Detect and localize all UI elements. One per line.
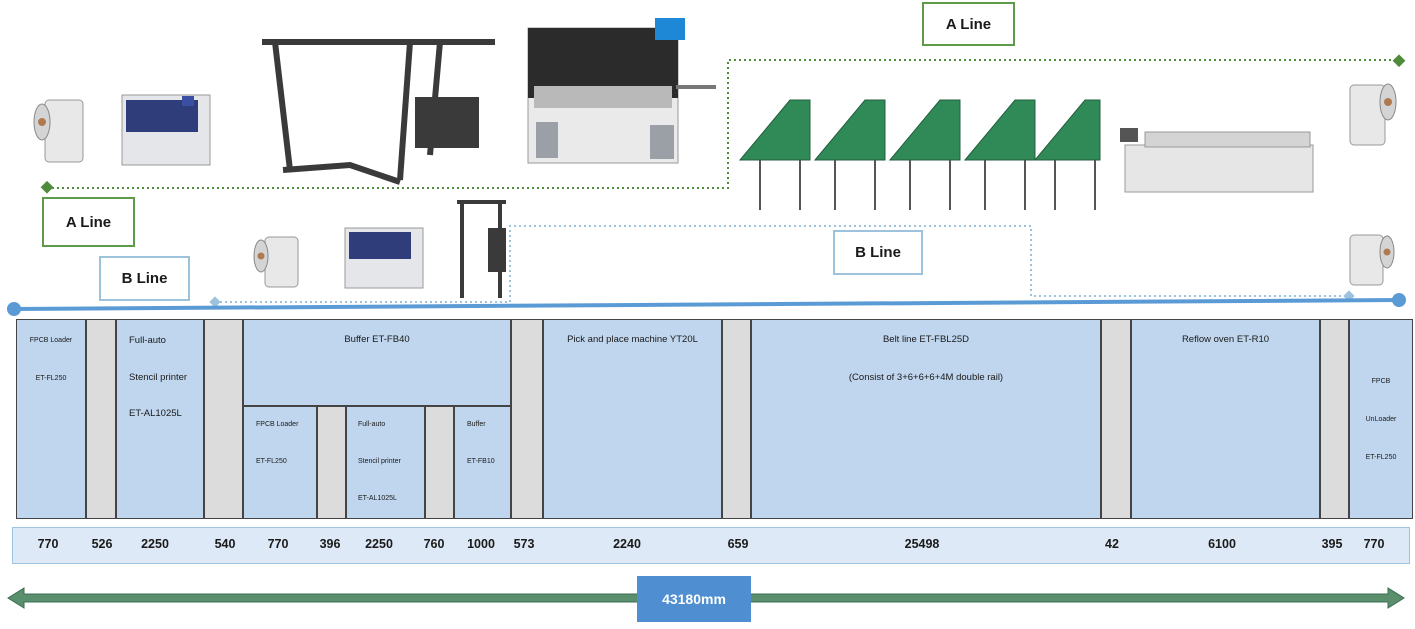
unloader-model: ET-FL250 bbox=[1365, 454, 1397, 461]
dim-value: 526 bbox=[91, 537, 113, 551]
dim-value: 770 bbox=[37, 537, 59, 551]
dim-value: 395 bbox=[1321, 537, 1343, 551]
loader-machine-icon bbox=[33, 99, 84, 163]
total-length-label: 43180mm bbox=[637, 576, 751, 622]
dim-value: 25498 bbox=[904, 537, 940, 551]
b-line-label-left: B Line bbox=[99, 256, 190, 301]
belt-line-detail: (Consist of 3+6+6+6+4M double rail) bbox=[848, 372, 1004, 383]
cell-pick-place: Pick and place machine YT20L bbox=[543, 319, 722, 519]
unloader-b-icon bbox=[1349, 234, 1395, 286]
cell-unloader: FPCB UnLoader ET-FL250 bbox=[1349, 319, 1413, 519]
buffer-frame-icon bbox=[262, 39, 495, 185]
sub-stencil-subtitle: Stencil printer bbox=[358, 458, 401, 465]
dim-value: 573 bbox=[513, 537, 535, 551]
stencil-subtitle: Stencil printer bbox=[129, 372, 188, 383]
cell-sub-stencil: Full-auto Stencil printer ET-AL1025L bbox=[346, 406, 425, 519]
cell-sub-fpcb-loader: FPCB Loader ET-FL250 bbox=[243, 406, 317, 519]
main-line-start-dot bbox=[7, 302, 21, 316]
a-line-label-top: A Line bbox=[922, 2, 1015, 46]
cell-belt-line: Belt line ET-FBL25D (Consist of 3+6+6+6+… bbox=[751, 319, 1101, 519]
fpcb-loader-title: FPCB Loader bbox=[29, 337, 73, 344]
b-line-route bbox=[215, 225, 1350, 303]
stencil-printer-b-icon bbox=[344, 227, 424, 289]
dim-value: 6100 bbox=[1208, 537, 1236, 551]
dim-value: 2240 bbox=[613, 537, 641, 551]
unloader-title: FPCB bbox=[1371, 378, 1391, 385]
a-line-end-marker bbox=[1392, 54, 1406, 68]
buffer-fb40-title: Buffer ET-FB40 bbox=[344, 334, 410, 345]
dim-value: 770 bbox=[267, 537, 289, 551]
dim-value: 2250 bbox=[365, 537, 393, 551]
fpcb-loader-model: ET-FL250 bbox=[35, 375, 67, 382]
dim-value: 396 bbox=[319, 537, 341, 551]
gap-3 bbox=[317, 406, 346, 519]
gap-4 bbox=[425, 406, 454, 519]
gap-1 bbox=[86, 319, 116, 519]
b-line-label-right: B Line bbox=[833, 230, 923, 275]
reflow-title: Reflow oven ET-R10 bbox=[1181, 334, 1270, 345]
stencil-model: ET-AL1025L bbox=[129, 408, 182, 419]
main-conveyor-line bbox=[13, 298, 1400, 311]
belt-line-machines-icon bbox=[738, 99, 1101, 161]
gap-6 bbox=[722, 319, 751, 519]
a-line-start-marker bbox=[40, 180, 54, 194]
loader-b-icon bbox=[253, 236, 299, 288]
stencil-printer-machine-icon bbox=[121, 94, 211, 166]
sub-stencil-model: ET-AL1025L bbox=[358, 495, 397, 502]
unloader-a-icon bbox=[1349, 83, 1397, 146]
dimension-bar bbox=[12, 527, 1410, 564]
sub-stencil-title: Full-auto bbox=[358, 421, 386, 428]
pick-place-machine-icon bbox=[527, 18, 716, 164]
cell-fpcb-loader: FPCB Loader ET-FL250 bbox=[16, 319, 86, 519]
b-line-marker-left bbox=[209, 296, 221, 308]
buffer-b-icon bbox=[457, 200, 506, 298]
sub-buffer-model: ET-FB10 bbox=[467, 458, 495, 465]
belt-line-title: Belt line ET-FBL25D bbox=[882, 334, 970, 345]
sub-fpcb-loader-model: ET-FL250 bbox=[256, 458, 287, 465]
sub-fpcb-loader-title: FPCB Loader bbox=[256, 421, 299, 428]
gap-5 bbox=[511, 319, 543, 519]
dim-value: 540 bbox=[214, 537, 236, 551]
dim-value: 2250 bbox=[141, 537, 169, 551]
dim-value: 1000 bbox=[467, 537, 495, 551]
gap-7 bbox=[1101, 319, 1131, 519]
dim-value: 770 bbox=[1363, 537, 1385, 551]
unloader-subtitle: UnLoader bbox=[1365, 416, 1397, 423]
main-line-end-dot bbox=[1392, 293, 1406, 307]
dim-value: 659 bbox=[727, 537, 749, 551]
cell-reflow-oven: Reflow oven ET-R10 bbox=[1131, 319, 1320, 519]
gap-2 bbox=[204, 319, 243, 519]
dim-value: 760 bbox=[423, 537, 445, 551]
a-line-label-left: A Line bbox=[42, 197, 135, 247]
dim-value: 42 bbox=[1105, 537, 1119, 551]
belt-line-legs bbox=[759, 160, 1096, 210]
a-line-route bbox=[47, 59, 1399, 189]
stencil-title: Full-auto bbox=[129, 335, 166, 346]
sub-buffer-title: Buffer bbox=[467, 421, 486, 428]
cell-sub-buffer: Buffer ET-FB10 bbox=[454, 406, 511, 519]
gap-8 bbox=[1320, 319, 1349, 519]
cell-stencil-printer: Full-auto Stencil printer ET-AL1025L bbox=[116, 319, 204, 519]
pick-place-title: Pick and place machine YT20L bbox=[567, 334, 698, 345]
reflow-oven-icon bbox=[1120, 128, 1314, 193]
cell-buffer-fb40: Buffer ET-FB40 bbox=[243, 319, 511, 406]
